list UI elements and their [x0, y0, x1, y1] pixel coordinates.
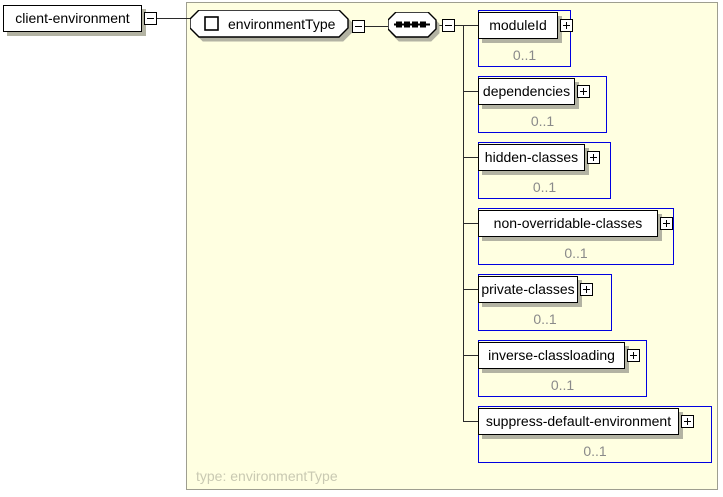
element-box-client-environment[interactable]: client-environment	[3, 5, 142, 32]
expand-icon[interactable]	[587, 151, 600, 164]
connector-line	[455, 25, 478, 26]
connector-line	[463, 421, 478, 422]
element-label: inverse-classloading	[488, 347, 615, 363]
element-label: suppress-default-environment	[485, 413, 672, 429]
connector-line	[156, 18, 196, 19]
connector-line	[463, 223, 478, 224]
element-box-inverse-classloading[interactable]: inverse-classloading	[478, 342, 625, 369]
expand-icon[interactable]	[577, 85, 590, 98]
element-box-non-overridable-classes[interactable]: non-overridable-classes	[478, 210, 658, 237]
expand-icon[interactable]	[580, 283, 593, 296]
cardinality-label: 0..1	[564, 245, 588, 261]
expand-icon[interactable]	[681, 415, 694, 428]
expand-icon[interactable]	[627, 349, 640, 362]
element-box-moduleid[interactable]: moduleId	[478, 12, 558, 39]
type-footer-label: type: environmentType	[196, 468, 338, 484]
element-box-suppress-default-environment[interactable]: suppress-default-environment	[478, 408, 679, 435]
connector-line	[463, 289, 478, 290]
sequence-icon[interactable]	[388, 12, 442, 44]
collapse-icon[interactable]	[352, 20, 365, 33]
connector-line	[463, 355, 478, 356]
connector-line	[463, 157, 478, 158]
element-label: client-environment	[15, 10, 130, 26]
cardinality-label: 0..1	[583, 443, 607, 459]
element-label: moduleId	[489, 17, 547, 33]
cardinality-label: 0..1	[550, 377, 575, 393]
element-label: dependencies	[482, 83, 571, 99]
complex-type-node[interactable]	[190, 10, 358, 44]
connector-line	[365, 26, 389, 27]
element-box-hidden-classes[interactable]: hidden-classes	[478, 144, 585, 171]
complex-type-icon	[204, 16, 219, 31]
expand-icon[interactable]	[560, 19, 573, 32]
element-label: non-overridable-classes	[493, 215, 643, 231]
cardinality-label: 0..1	[530, 113, 555, 129]
collapse-icon[interactable]	[442, 19, 455, 32]
element-box-dependencies[interactable]: dependencies	[478, 78, 575, 105]
cardinality-label: 0..1	[533, 311, 557, 327]
element-label: private-classes	[481, 281, 575, 297]
type-name-label: environmentType	[228, 16, 336, 32]
expand-icon[interactable]	[660, 217, 673, 230]
element-label: hidden-classes	[484, 149, 579, 165]
connector-line	[463, 91, 478, 92]
collapse-icon[interactable]	[144, 12, 157, 25]
cardinality-label: 0..1	[512, 47, 537, 63]
cardinality-label: 0..1	[532, 179, 557, 195]
element-box-private-classes[interactable]: private-classes	[478, 276, 578, 303]
